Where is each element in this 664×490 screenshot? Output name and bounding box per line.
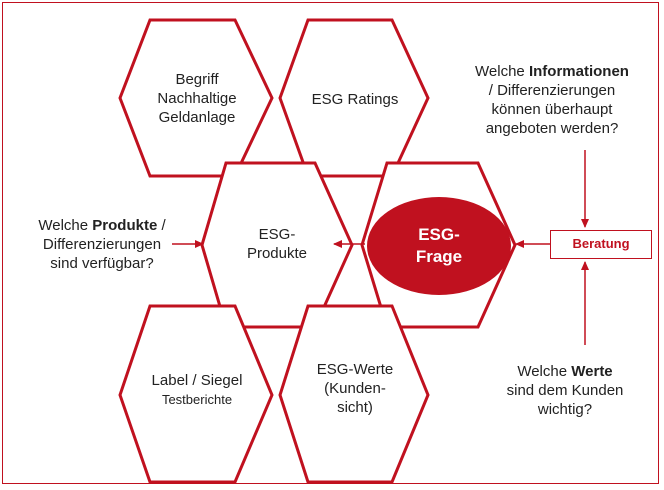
informationen-pre: Welche [475,63,529,80]
ratings-line-1: ESG Ratings [311,91,399,108]
begriff-line-2: Nachhaltige [157,90,237,107]
begriff-line-3: Geldanlage [158,109,236,126]
hexagon-begriff-label: Begriff Nachhaltige Geldanlage [132,70,262,127]
hexagon-esg-produkte-label: ESG- Produkte [212,225,342,263]
werte-q-pre: Welche [517,363,572,380]
begriff-line-1: Begriff [175,71,219,88]
hexagon-label-siegel-label: Label / Siegel Testberichte [132,371,262,409]
annotation-werte: Welche Werte sind dem Kunden wichtig? [480,362,650,419]
produkte-line-1: ESG- [258,226,296,243]
informationen-bold: Informationen [528,63,629,80]
werte-q-bold: Werte [571,363,613,380]
frage-line-1: ESG- [418,225,460,244]
werte-q-line-2: sind dem Kunden [506,382,624,399]
werte-line-2: (Kunden- [324,380,386,397]
esg-frage-center [367,197,511,295]
informationen-line-4: angeboten werden? [485,120,619,137]
hexagon-esg-ratings-label: ESG Ratings [290,90,420,109]
produkte-q-pre: Welche [38,217,93,234]
produkte-q-bold: Produkte [92,217,158,234]
produkte-q-post: / [157,217,166,234]
annotation-informationen: Welche Informationen / Differenzierungen… [452,62,652,138]
werte-line-1: ESG-Werte [316,361,394,378]
werte-q-line-3: wichtig? [537,401,593,418]
beratung-box: Beratung [550,230,652,259]
frage-line-2: Frage [415,247,463,266]
annotation-produkte: Welche Produkte / Differenzierungen sind… [14,216,190,273]
produkte-q-line-2: Differenzierungen [42,236,162,253]
produkte-line-2: Produkte [246,245,308,262]
label-line-1: Label / Siegel [151,372,243,389]
hexagon-esg-werte-label: ESG-Werte (Kunden- sicht) [290,360,420,417]
informationen-line-3: können überhaupt [491,101,613,118]
label-line-2: Testberichte [161,392,233,407]
produkte-q-line-3: sind verfügbar? [50,255,154,272]
werte-line-3: sicht) [337,399,373,416]
hexagon-label-siegel [118,304,274,484]
hexagon-esg-werte [278,304,430,484]
esg-frage-label: ESG- Frage [379,224,499,268]
informationen-line-2: / Differenzierungen [488,82,616,99]
